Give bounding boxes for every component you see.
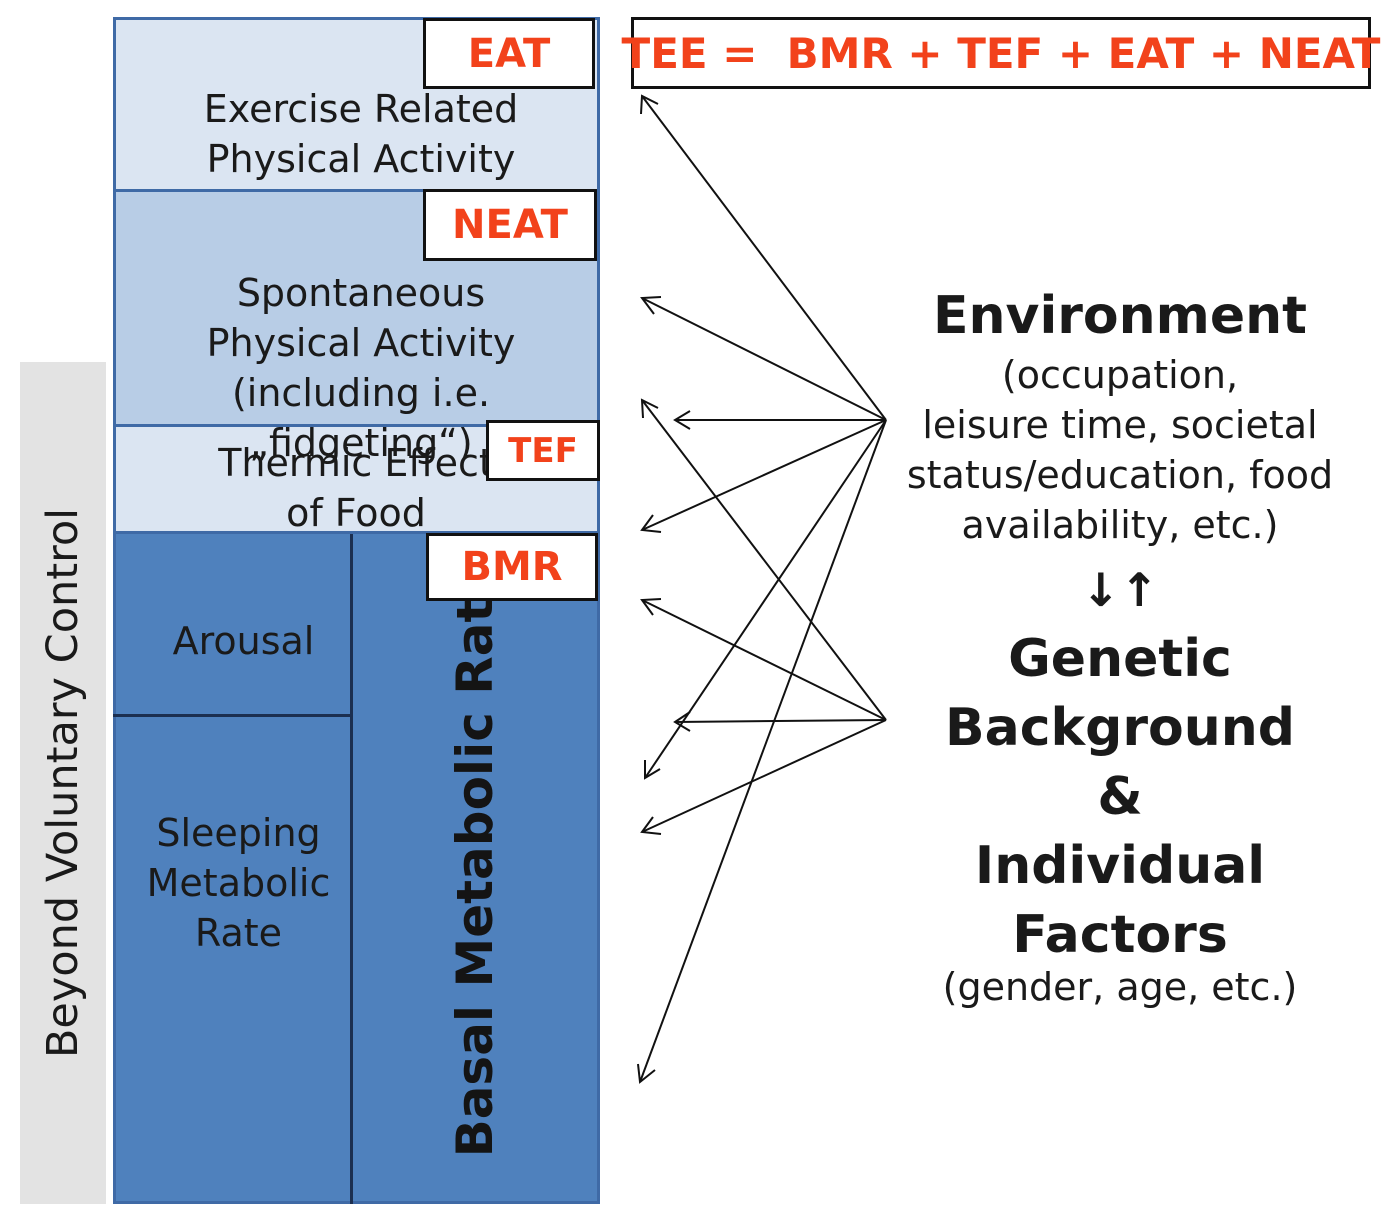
bmr-divider-vertical [350,534,353,1204]
arrow-gen-sleeping [641,719,887,833]
arrow-env-sleeping [639,419,887,1083]
neat-text: Spontaneous Physical Activity (including… [206,271,516,465]
arrowhead-env-arousal [644,760,661,780]
tef-text: Thermic Effect of Food [218,441,494,535]
arrow-gen-arousal [674,719,887,723]
environment-description: (occupation, leisure time, societal stat… [906,353,1334,547]
arrow-env-neat [641,297,887,421]
arrow-gen-tef [641,399,887,721]
arrowhead-env-eat [640,94,659,115]
arousal-text: Arousal [172,619,315,663]
tef-tag: TEF [486,420,600,481]
genetic-description: (gender, age, etc.) [942,965,1298,1009]
genetic-title: Genetic Background & Individual Factors [945,629,1295,965]
eat-text: Exercise Related Physical Activity [203,87,519,181]
arrow-env-eat [641,95,887,421]
arrowhead-env-bmr [640,514,662,533]
up-down-arrows-icon: ↓↑ [1081,563,1159,617]
arrowhead-env-tef [673,410,691,430]
tee-equation: TEE = BMR + TEF + EAT + NEAT [622,17,1380,89]
side-band [20,362,106,1204]
arrow-env-bmr [641,419,887,531]
arrowhead-gen-sleeping [640,816,662,835]
neat-tag: NEAT [423,189,597,261]
arrowhead-gen-bmr [640,598,662,616]
arrowhead-env-sleeping [637,1063,656,1084]
eat-tag: EAT [423,18,595,89]
arrow-gen-bmr [641,599,887,721]
arrowhead-gen-arousal [673,711,691,732]
sleeping-metabolic-rate-text: Sleeping Metabolic Rate [146,811,331,955]
bmr-tag: BMR [426,533,598,601]
arrowhead-gen-tef [640,398,659,419]
environment-title: Environment [933,286,1307,346]
arrow-env-arousal [644,419,887,779]
arrowhead-env-neat [640,296,662,315]
bmr-block [113,531,600,1204]
bmr-divider-horizontal [113,714,353,717]
